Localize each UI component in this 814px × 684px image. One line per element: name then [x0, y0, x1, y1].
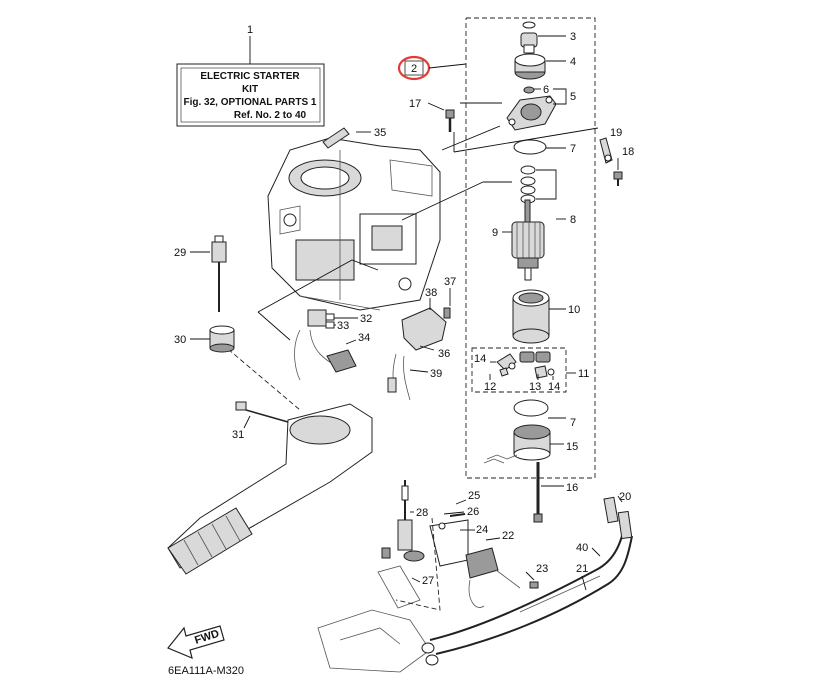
- kit-label-box: ELECTRIC STARTER KIT Fig. 32, OPTIONAL P…: [176, 24, 325, 127]
- callout-25: 25: [468, 490, 480, 502]
- callout-14a: 14: [474, 353, 486, 365]
- callout-30: 30: [174, 334, 186, 346]
- leader-lines: [221, 102, 599, 411]
- kit-label-line3: Fig. 32, OPTIONAL PARTS 1: [184, 97, 317, 108]
- callout-22: 22: [502, 530, 514, 542]
- fwd-arrow: FWD: [167, 625, 225, 660]
- callout-5: 5: [570, 91, 576, 103]
- engine-block: [267, 137, 441, 311]
- callout-39: 39: [430, 368, 442, 380]
- bottom-cowling: [317, 609, 431, 673]
- kit-label-line4: Ref. No. 2 to 40: [234, 110, 307, 121]
- part-18-19-smallparts: [599, 137, 623, 186]
- kit-label-line2: KIT: [242, 84, 258, 95]
- callout-7b: 7: [570, 417, 576, 429]
- callout-9: 9: [492, 227, 498, 239]
- part-7-oring-lower: [513, 399, 549, 417]
- callout-6: 6: [543, 84, 549, 96]
- part-11-brush-set: [496, 351, 555, 379]
- callout-13: 13: [529, 381, 541, 393]
- callout-2: 2: [411, 63, 417, 75]
- part-8-washers: [520, 165, 536, 204]
- callout-7: 7: [570, 143, 576, 155]
- part-29-switch: [211, 235, 227, 312]
- callout-31: 31: [232, 429, 244, 441]
- callout-15: 15: [566, 441, 578, 453]
- callout-23: 23: [536, 563, 548, 575]
- callout-17: 17: [409, 98, 421, 110]
- part-31-bracket: [235, 401, 289, 423]
- callout-16: 16: [566, 482, 578, 494]
- callout-21: 21: [576, 563, 588, 575]
- callout-28: 28: [416, 507, 428, 519]
- part-5-bracket: [506, 95, 557, 131]
- part-27-28-key-switch: [377, 480, 425, 609]
- part-30-cap: [209, 325, 235, 353]
- callout-2-highlight: 2: [397, 55, 467, 81]
- callout-20: 20: [619, 491, 631, 503]
- callout-34: 34: [358, 332, 370, 344]
- callout-3: 3: [570, 31, 576, 43]
- callout-14b: 14: [548, 381, 560, 393]
- callout-38: 38: [425, 287, 437, 299]
- tiller-handle: [167, 403, 373, 575]
- part-10-yoke: [512, 289, 550, 344]
- callout-1: 1: [247, 24, 253, 36]
- callout-10: 10: [568, 304, 580, 316]
- callout-40: 40: [576, 542, 588, 554]
- callout-18: 18: [622, 146, 634, 158]
- callout-19: 19: [610, 127, 622, 139]
- part-9-armature: [511, 199, 545, 281]
- starter-parts: [483, 21, 557, 523]
- callout-11: 11: [578, 368, 589, 380]
- battery-cables: [421, 496, 633, 666]
- callout-24: 24: [476, 524, 488, 536]
- callout-33: 33: [337, 320, 349, 332]
- part-15-lower-bracket: [483, 424, 551, 464]
- callout-37: 37: [444, 276, 456, 288]
- callout-35: 35: [374, 127, 386, 139]
- callout-27: 27: [422, 575, 434, 587]
- part-32-34-harness: [294, 309, 357, 381]
- part-22-26-relay: [429, 513, 539, 608]
- figure-code: 6EA111A-M320: [168, 665, 244, 677]
- part-17-bolt: [445, 109, 455, 132]
- part-4-pinion: [514, 53, 546, 80]
- callout-12: 12: [484, 381, 496, 393]
- callout-32: 32: [360, 313, 372, 325]
- part-7-oring: [513, 139, 547, 155]
- callout-numbers: 3 4 5 6 7 8 9 10 11 14 12 13 14 7 15 16 …: [174, 31, 634, 591]
- part-16-through-bolt: [533, 462, 543, 523]
- part-35-plug: [322, 127, 350, 149]
- kit-label-line1: ELECTRIC STARTER: [200, 71, 300, 82]
- callout-29: 29: [174, 247, 186, 259]
- part-6-washer: [523, 86, 535, 94]
- starter-assembly-outline: [465, 17, 596, 479]
- callout-8: 8: [570, 214, 576, 226]
- callout-36: 36: [438, 348, 450, 360]
- callout-4: 4: [570, 56, 576, 68]
- callout-26: 26: [467, 506, 479, 518]
- dashed-loop-frame: [395, 517, 441, 611]
- part-3-spring: [520, 21, 538, 54]
